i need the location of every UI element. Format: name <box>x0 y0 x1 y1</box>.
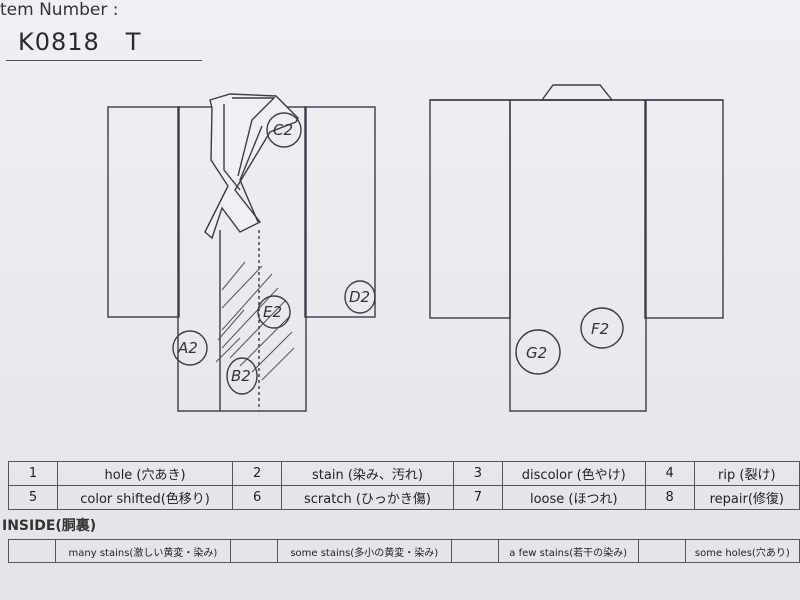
front-mark-e2-circle <box>257 295 291 329</box>
inside-checkbox-cell[interactable] <box>637 539 686 563</box>
front-mark-c2-circle <box>266 112 302 148</box>
item-code: K0818 T <box>18 28 142 56</box>
garment-diagram: C2 D2 E2 A2 B2 F2 G2 <box>107 84 724 412</box>
front-mark-b2-circle <box>226 357 258 395</box>
item-code-underline <box>6 60 202 61</box>
front-stain-hatching <box>215 261 295 381</box>
inside-checkbox-cell[interactable] <box>229 539 278 563</box>
legend-text: rip (裂け) <box>693 461 800 486</box>
front-view-drawing <box>107 93 376 412</box>
legend-number: 6 <box>232 485 283 510</box>
inside-section-label: INSIDE(胴裏) <box>2 518 97 534</box>
front-mark-b2: B2 <box>231 367 251 385</box>
front-mark-d2: D2 <box>349 288 370 306</box>
back-view-drawing <box>429 84 724 412</box>
back-mark-f2: F2 <box>591 320 609 338</box>
front-right-sleeve <box>304 106 376 318</box>
front-mark-a2-circle <box>172 330 208 366</box>
front-mark-e2: E2 <box>263 303 282 321</box>
back-mark-g2-circle <box>515 329 561 375</box>
legend-number: 1 <box>8 461 58 486</box>
inside-option: many stains(激しい黄変・染み) <box>55 539 231 563</box>
damage-legend-table: 1 hole (穴あき) 2 stain (染み、汚れ) 3 discolor … <box>8 461 800 510</box>
inside-option: a few stains(若干の染み) <box>497 539 639 563</box>
legend-number: 4 <box>644 461 695 486</box>
front-left-sleeve <box>107 106 180 318</box>
legend-text: loose (ほつれ) <box>501 485 646 510</box>
inside-checkbox-cell[interactable] <box>450 539 499 563</box>
back-right-sleeve <box>644 99 724 319</box>
legend-number: 3 <box>452 461 503 486</box>
legend-text: discolor (色やけ) <box>501 461 646 486</box>
back-collar <box>540 84 614 101</box>
back-mark-f2-circle <box>580 307 624 349</box>
legend-text: stain (染み、汚れ) <box>281 461 454 486</box>
back-left-sleeve <box>429 99 511 319</box>
inside-condition-table: many stains(激しい黄変・染み) some stains(多小の黄変・… <box>8 539 800 563</box>
inside-option: some stains(多小の黄変・染み) <box>276 539 452 563</box>
legend-number: 7 <box>452 485 503 510</box>
front-mark-c2: C2 <box>273 121 293 139</box>
legend-number: 8 <box>644 485 695 510</box>
back-mark-g2: G2 <box>526 344 547 362</box>
legend-number: 5 <box>8 485 58 510</box>
legend-row: 5 color shifted(色移り) 6 scratch (ひっかき傷) 7… <box>8 485 800 510</box>
legend-number: 2 <box>232 461 283 486</box>
front-collar <box>204 93 299 240</box>
front-mark-d2-circle <box>344 280 376 314</box>
legend-text: hole (穴あき) <box>56 461 234 486</box>
item-number-label: tem Number : <box>0 0 119 20</box>
legend-text: scratch (ひっかき傷) <box>281 485 454 510</box>
legend-text: color shifted(色移り) <box>56 485 234 510</box>
front-mark-a2: A2 <box>177 339 198 357</box>
inside-checkbox-cell[interactable] <box>8 539 56 563</box>
legend-row: 1 hole (穴あき) 2 stain (染み、汚れ) 3 discolor … <box>8 461 800 486</box>
inside-row: many stains(激しい黄変・染み) some stains(多小の黄変・… <box>8 539 800 563</box>
back-body <box>509 99 647 412</box>
inside-option: some holes(穴あり) <box>684 539 800 563</box>
legend-text: repair(修復) <box>693 485 800 510</box>
